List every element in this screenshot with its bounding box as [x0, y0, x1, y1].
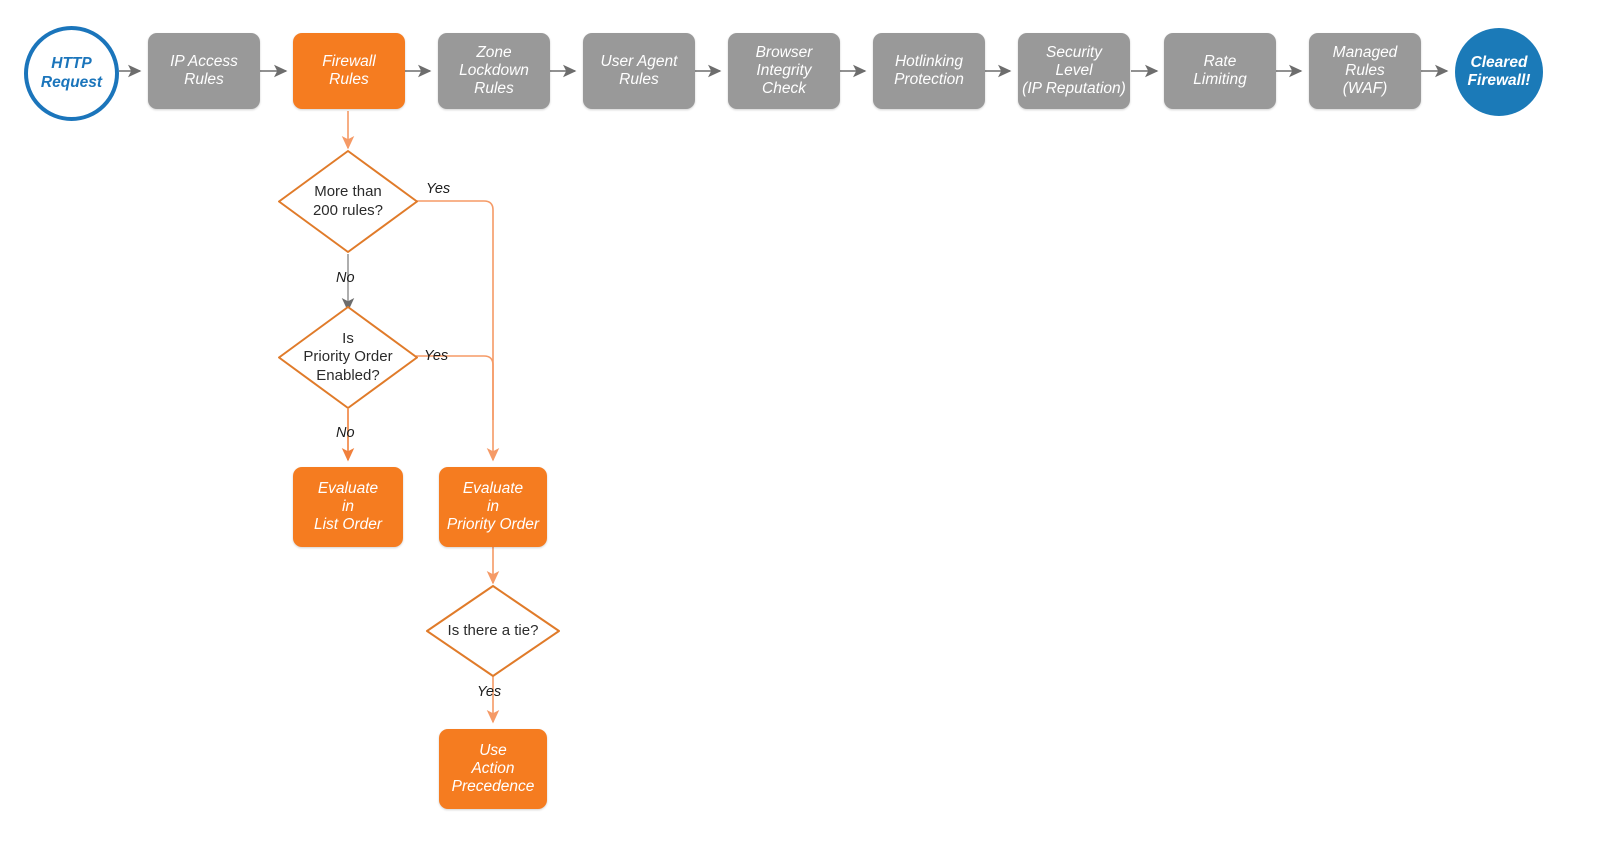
decision-label: Is there a tie?: [447, 621, 539, 639]
diamond-shape: [278, 306, 418, 409]
node-user-agent-rules[interactable]: User Agent Rules: [583, 33, 695, 109]
node-managed-rules-waf[interactable]: Managed Rules (WAF): [1309, 33, 1421, 109]
node-rate-limiting[interactable]: Rate Limiting: [1164, 33, 1276, 109]
edge-label-priority-order-yes: Yes: [424, 348, 449, 364]
edge-label-more-than-200-yes: Yes: [426, 181, 451, 197]
diamond-shape: [278, 150, 418, 253]
decision-label: Is Priority Order Enabled?: [303, 330, 393, 384]
node-evaluate-in-priority-order[interactable]: Evaluate in Priority Order: [439, 467, 547, 547]
edge-label-priority-order-no: No: [336, 425, 355, 441]
node-http-request[interactable]: HTTP Request: [24, 26, 119, 121]
edge-more-than-200-yes: [416, 200, 500, 462]
node-zone-lockdown-rules[interactable]: Zone Lockdown Rules: [438, 33, 550, 109]
edge-label-tie-yes: Yes: [477, 684, 502, 700]
decision-is-priority-order-enabled[interactable]: Is Priority Order Enabled?: [276, 304, 420, 411]
node-ip-access-rules[interactable]: IP Access Rules: [148, 33, 260, 109]
node-firewall-rules[interactable]: Firewall Rules: [293, 33, 405, 109]
node-hotlinking-protection[interactable]: Hotlinking Protection: [873, 33, 985, 109]
node-use-action-precedence[interactable]: Use Action Precedence: [439, 729, 547, 809]
diamond-shape: [426, 585, 560, 677]
node-security-level[interactable]: Security Level (IP Reputation): [1018, 33, 1130, 109]
edge-label-more-than-200-no: No: [336, 270, 355, 286]
node-cleared-firewall[interactable]: Cleared Firewall!: [1455, 28, 1543, 116]
edge-priority-order-yes: [416, 355, 494, 420]
decision-is-there-a-tie[interactable]: Is there a tie?: [424, 583, 562, 679]
node-evaluate-in-list-order[interactable]: Evaluate in List Order: [293, 467, 403, 547]
decision-label: More than 200 rules?: [312, 183, 384, 219]
decision-more-than-200-rules[interactable]: More than 200 rules?: [276, 148, 420, 255]
node-browser-integrity-check[interactable]: Browser Integrity Check: [728, 33, 840, 109]
